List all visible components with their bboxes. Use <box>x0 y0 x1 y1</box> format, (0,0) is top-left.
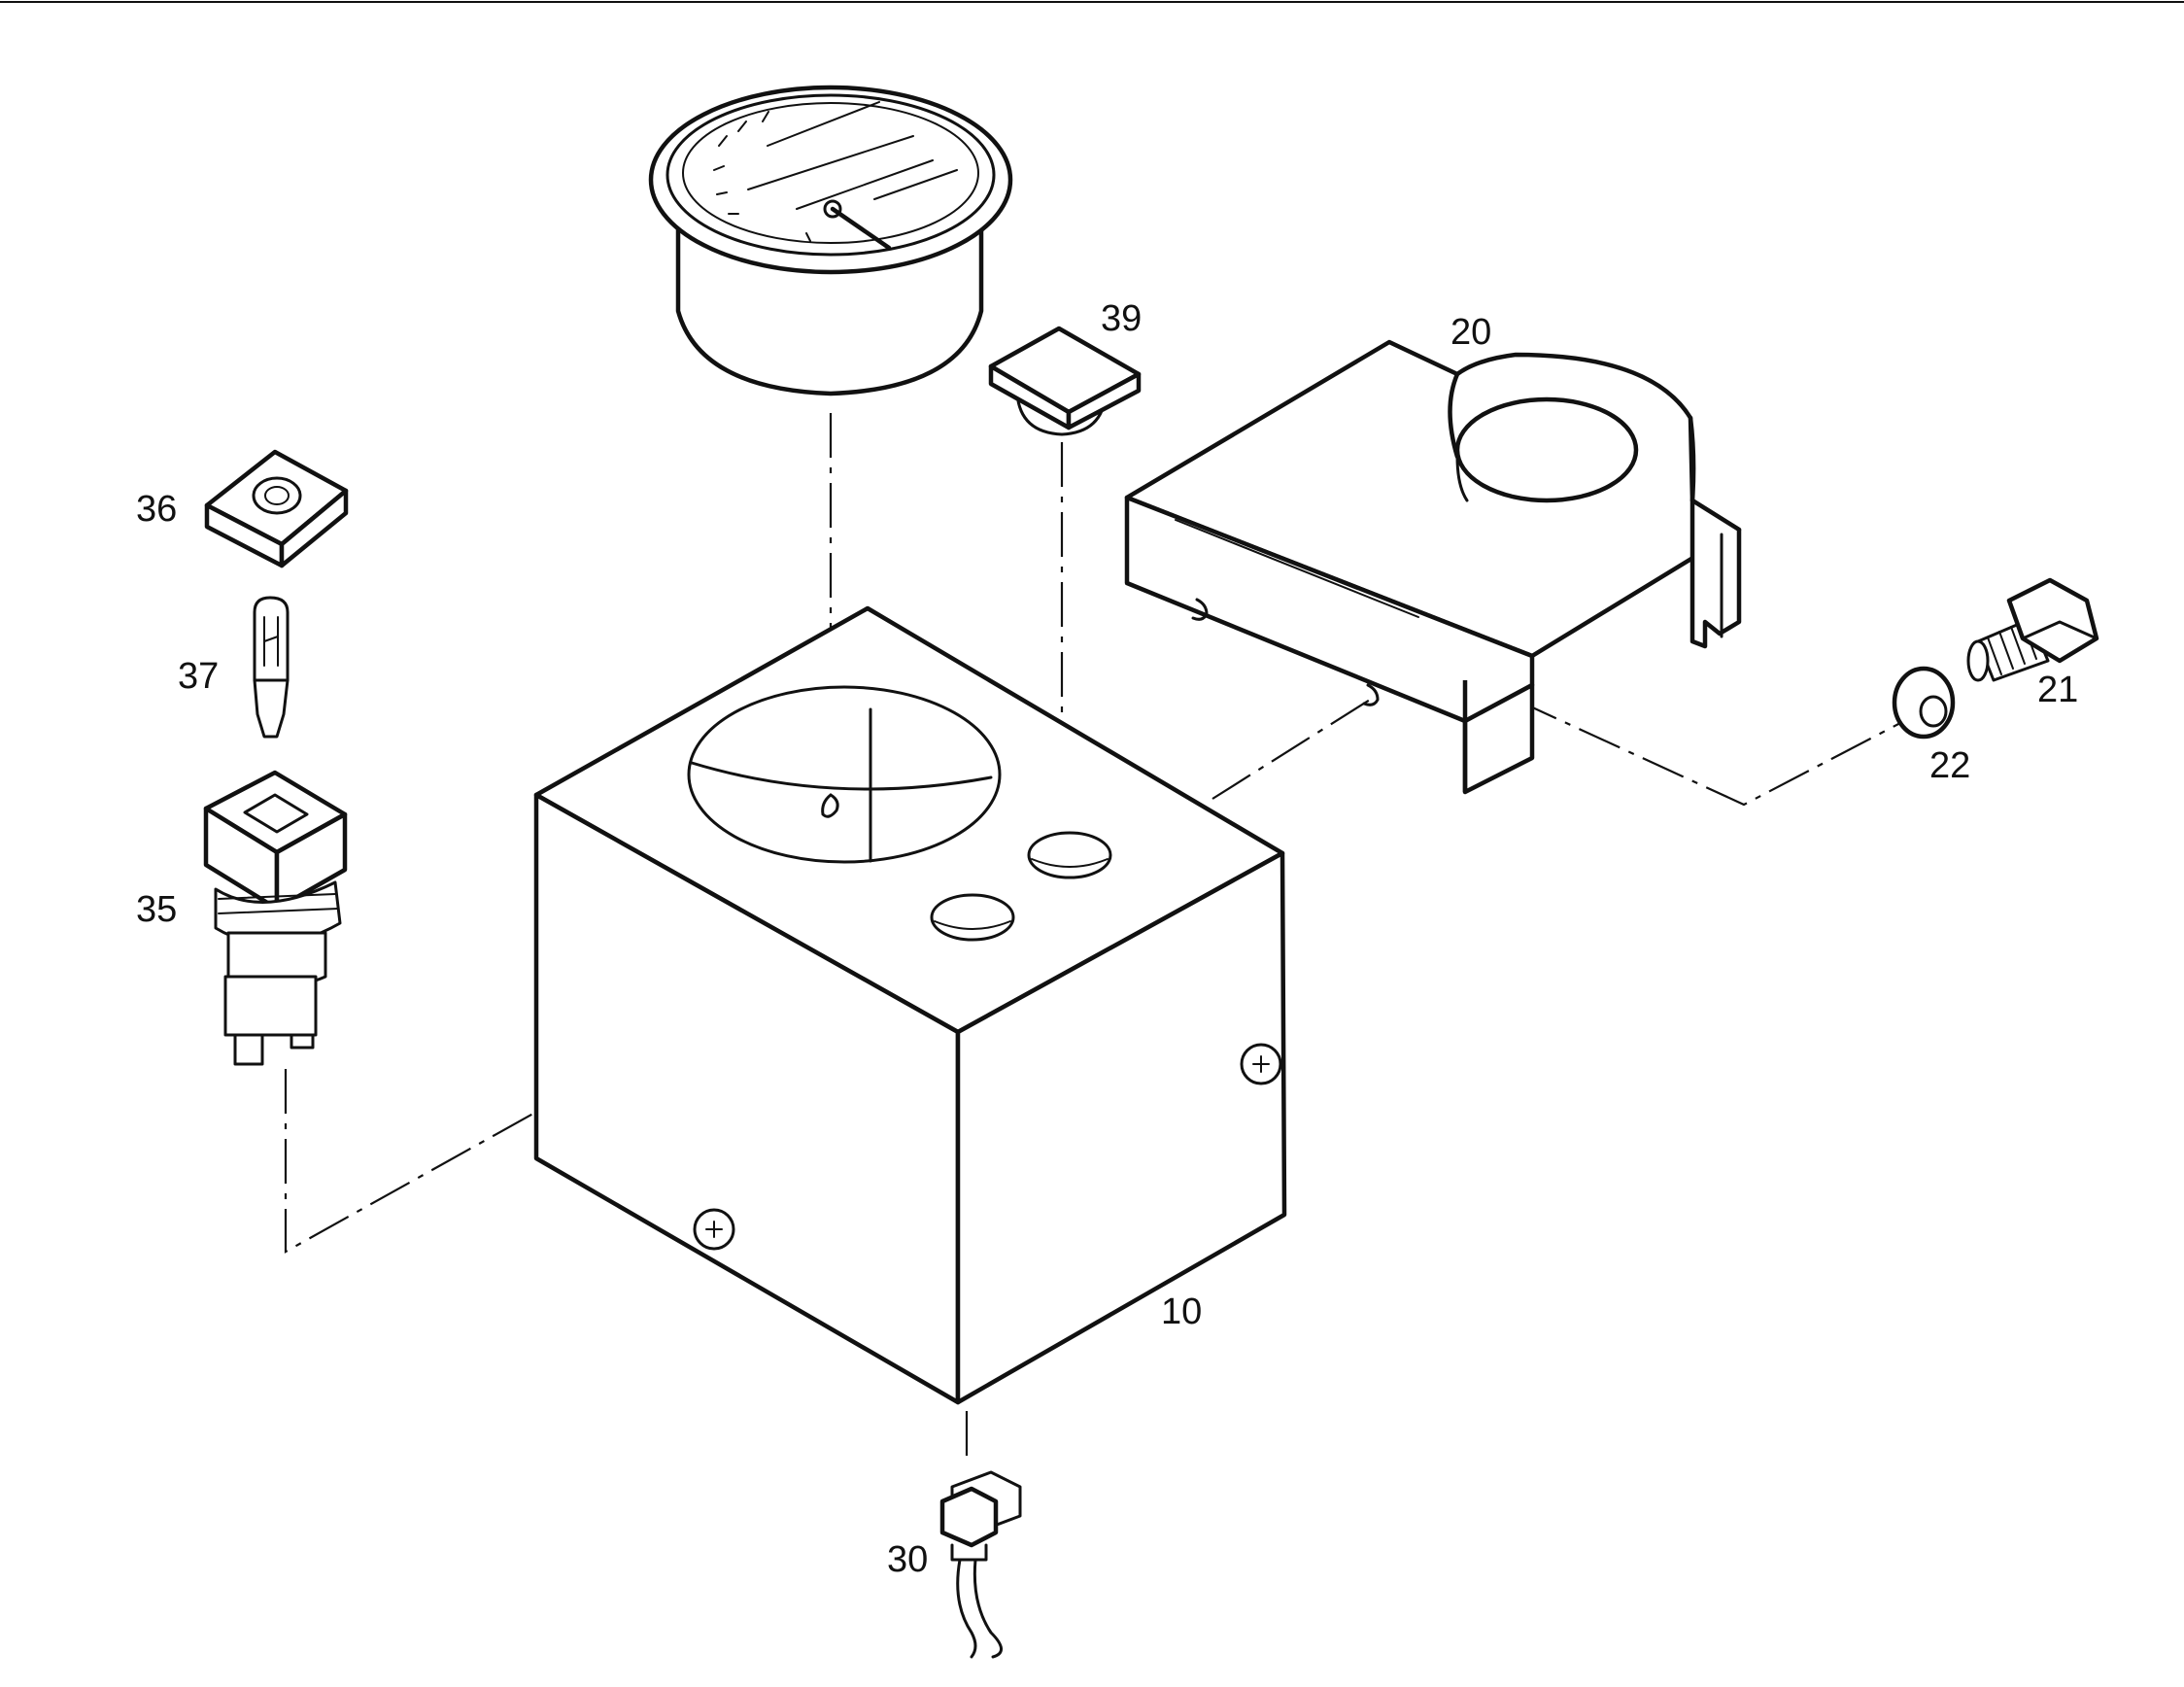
label-part-22: 22 <box>1929 745 1970 786</box>
part-30-connector <box>939 1470 1022 1659</box>
leader-bolt <box>1515 699 1903 807</box>
label-part-37: 37 <box>178 656 219 697</box>
part-10-housing-block <box>533 605 1287 1405</box>
switch-terminals <box>233 1033 315 1066</box>
block-hole-switch <box>930 893 1015 942</box>
part-36-cap <box>204 449 349 568</box>
connector-front <box>939 1486 999 1548</box>
label-part-21: 21 <box>2037 670 2078 710</box>
part-20-bracket <box>1124 339 1742 795</box>
part-22-washer <box>1892 666 1956 740</box>
label-part-20: 20 <box>1450 312 1491 353</box>
gauge-needle <box>830 206 892 251</box>
leader-bracket <box>1211 699 1371 800</box>
gauge <box>648 85 1013 396</box>
leader-switch <box>284 874 963 1254</box>
bracket-ring-opening <box>1454 396 1639 503</box>
block-screw-right <box>1240 1043 1282 1085</box>
label-part-30: 30 <box>887 1539 928 1580</box>
block-gauge-opening <box>687 685 1002 864</box>
part-21-bolt <box>1966 577 2099 682</box>
bracket-right-leg <box>1689 498 1742 649</box>
block-hole-plug <box>1027 831 1112 879</box>
label-part-39: 39 <box>1101 298 1142 339</box>
gauge-scale-ticks <box>713 111 811 242</box>
block-opening-inner-edge <box>690 761 993 791</box>
gauge-dial-glare <box>747 101 958 210</box>
gauge-dial <box>682 102 979 244</box>
part-35-switch <box>203 770 348 1066</box>
part-labels: 10 20 21 22 30 35 36 37 39 <box>136 298 2078 1580</box>
part-39-plug <box>988 326 1142 436</box>
part-37-bulb <box>253 596 290 739</box>
label-part-36: 36 <box>136 489 177 530</box>
label-part-35: 35 <box>136 889 177 930</box>
gauge-bezel <box>648 85 1013 275</box>
block-right-face <box>955 850 1287 1405</box>
block-screw-front <box>693 1208 735 1251</box>
connector-cable <box>956 1558 977 1659</box>
bulb-base <box>253 678 290 739</box>
label-part-10: 10 <box>1161 1291 1202 1332</box>
